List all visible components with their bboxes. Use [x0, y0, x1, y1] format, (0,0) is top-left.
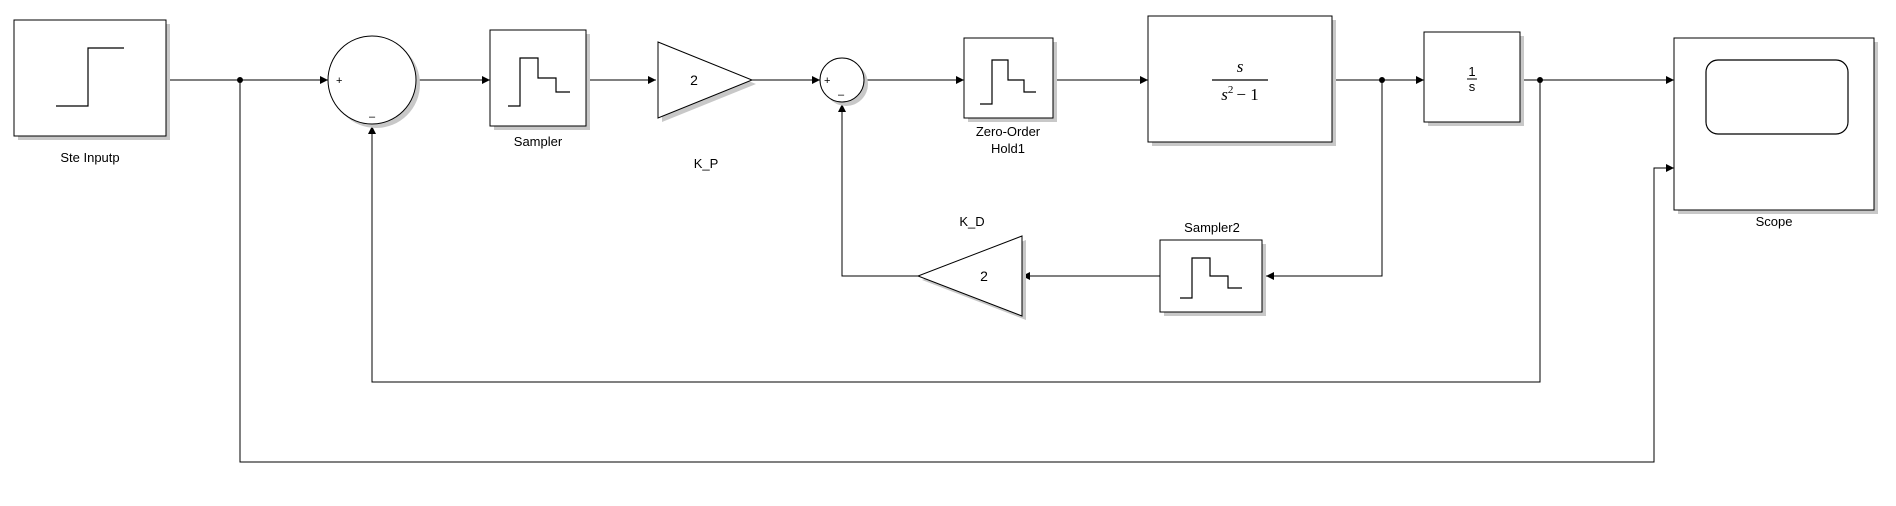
sum1-plus-sign: +	[336, 75, 342, 87]
sum1-block[interactable]: + –	[327, 35, 420, 128]
signal-lines	[168, 76, 1674, 463]
integrator-block[interactable]: 1 s	[1423, 31, 1524, 126]
wire-step-to-scope[interactable]	[239, 80, 1674, 463]
zoh-staircase-icon	[980, 59, 1036, 105]
integrator-numerator: 1	[1468, 64, 1475, 79]
sampler2-label: Sampler2	[1184, 220, 1240, 235]
step-input-label: Ste Inputp	[60, 150, 119, 165]
branch-point-plant	[1379, 77, 1385, 83]
step-input-block[interactable]: Ste Inputp	[13, 19, 170, 165]
plant-numerator: s	[1237, 57, 1244, 76]
wire-kd-to-sum2[interactable]	[838, 104, 918, 277]
scope-label: Scope	[1756, 214, 1793, 229]
kd-gain-block[interactable]: 2 K_D	[916, 214, 1026, 320]
branch-point-step	[237, 77, 243, 83]
kp-gain-block[interactable]: 2 K_P	[657, 41, 756, 171]
sampler2-block[interactable]: Sampler2	[1159, 220, 1266, 316]
kp-label: K_P	[694, 156, 719, 171]
wire-output-to-sum1[interactable]	[368, 80, 1541, 383]
sum2-minus-sign: –	[838, 89, 845, 101]
scope-display-icon	[1705, 59, 1849, 135]
plant-transfer-function-block[interactable]: s s2− 1	[1147, 15, 1336, 146]
plant-denominator: s2− 1	[1221, 84, 1258, 104]
sampler-label: Sampler	[514, 134, 563, 149]
wire-plant-to-sampler2[interactable]	[1266, 80, 1383, 280]
step-icon	[56, 47, 124, 107]
sum1-minus-sign: –	[369, 111, 376, 123]
zoh-label-line1: Zero-Order	[976, 124, 1041, 139]
scope-block[interactable]: Scope	[1673, 37, 1878, 229]
sum2-block[interactable]: + –	[819, 57, 868, 106]
kd-gain-value: 2	[980, 268, 988, 284]
integrator-denominator: s	[1469, 79, 1476, 94]
zero-order-hold-block[interactable]: Zero-Order Hold1	[963, 37, 1057, 156]
zoh-label-line2: Hold1	[991, 141, 1025, 156]
sampler-block[interactable]: Sampler	[489, 29, 590, 149]
kp-gain-value: 2	[690, 72, 698, 88]
kd-label: K_D	[959, 214, 984, 229]
sampler-staircase-icon	[508, 57, 570, 107]
branch-point-output	[1537, 77, 1543, 83]
sampler2-staircase-icon	[1180, 257, 1242, 299]
sum2-plus-sign: +	[824, 75, 830, 87]
